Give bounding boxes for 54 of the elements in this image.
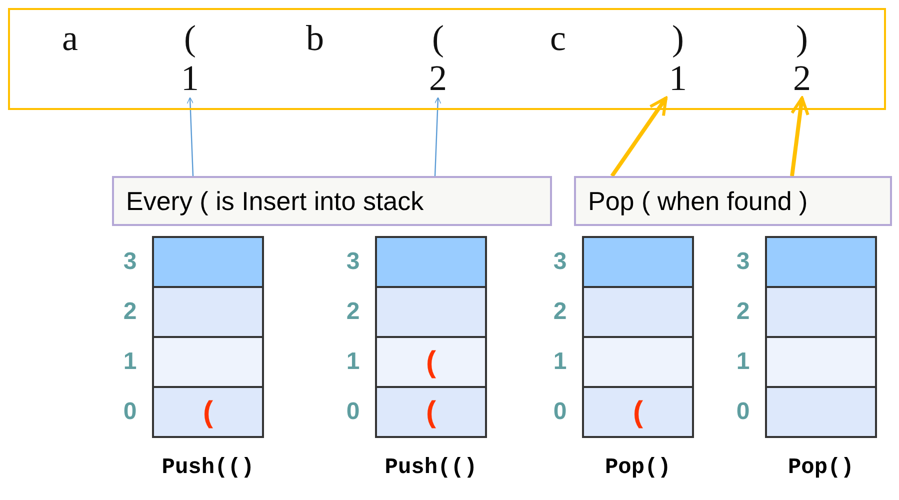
stack-cell [766, 387, 876, 437]
operation-label: Push(() [384, 455, 478, 480]
index-number: 0 [345, 398, 361, 426]
stack-cell: ( [376, 387, 486, 437]
index-number: 1 [735, 348, 751, 376]
stack-cell: ( [376, 337, 486, 387]
stack-cell [376, 287, 486, 337]
index-number: 1 [122, 348, 138, 376]
expression-letter: a [62, 18, 78, 58]
bracket-symbol: ) [795, 18, 809, 58]
stack-cell [153, 237, 263, 287]
expression-letter: c [550, 18, 566, 58]
operation-label: Pop() [604, 455, 672, 480]
bracket-symbol: ) [671, 18, 685, 58]
arrow [790, 96, 810, 176]
operation-label: Pop() [786, 455, 855, 480]
stack-cell [376, 237, 486, 287]
stack-cell: ( [583, 387, 693, 437]
index-number: 3 [735, 248, 751, 276]
index-number: 3 [552, 248, 568, 276]
index-number: 0 [552, 398, 568, 426]
stack-cell [153, 337, 263, 387]
arrow [186, 97, 194, 176]
index-number: 1 [552, 348, 568, 376]
stack-cell [766, 237, 876, 287]
expression-box [8, 8, 886, 110]
count-number: 2 [792, 58, 812, 98]
index-number: 1 [345, 348, 361, 376]
count-number: 2 [428, 58, 448, 98]
index-number: 3 [122, 248, 138, 276]
index-number: 2 [552, 298, 568, 326]
stack-cell [583, 337, 693, 387]
count-number: 1 [180, 58, 200, 98]
stack-cell [766, 337, 876, 387]
arrow [434, 97, 442, 176]
note-box: Every ( is Insert into stack [112, 176, 552, 226]
bracket-symbol: ( [183, 18, 197, 58]
index-number: 0 [735, 398, 751, 426]
index-number: 2 [345, 298, 361, 326]
expression-letter: b [306, 18, 324, 58]
index-number: 0 [122, 398, 138, 426]
stack-cell: ( [153, 387, 263, 437]
stack-cell [766, 287, 876, 337]
index-number: 2 [735, 298, 751, 326]
stack-cell [583, 237, 693, 287]
stack-cell [583, 287, 693, 337]
note-box: Pop ( when found ) [574, 176, 892, 226]
bracket-symbol: ( [431, 18, 445, 58]
count-number: 1 [668, 58, 688, 98]
index-number: 3 [345, 248, 361, 276]
index-number: 2 [122, 298, 138, 326]
operation-label: Push(() [160, 455, 256, 480]
stack-cell [153, 287, 263, 337]
arrow [610, 96, 668, 178]
